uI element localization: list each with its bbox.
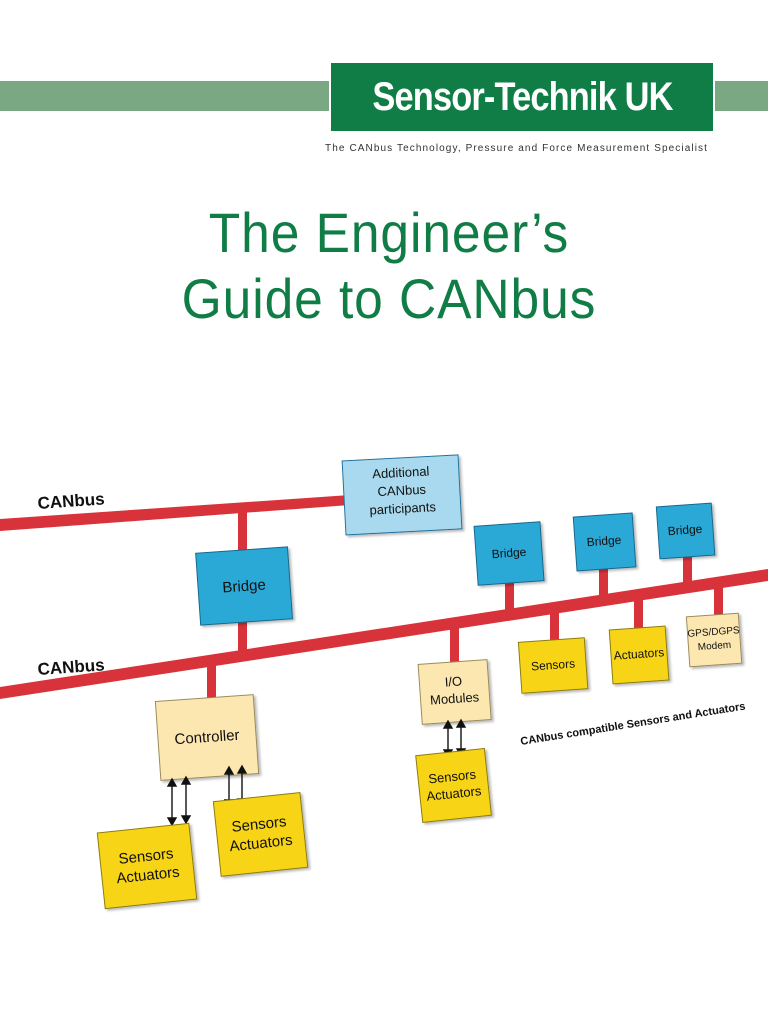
sa1-line-2: Actuators bbox=[116, 864, 181, 888]
actuators-node-label: Actuators bbox=[613, 645, 665, 663]
compatible-caption: CANbus compatible Sensors and Actuators bbox=[520, 701, 747, 748]
canbus-label-upper: CANbus bbox=[37, 489, 105, 513]
sensors-actuators-box-3: Sensors Actuators bbox=[415, 747, 492, 823]
sensors-node-label: Sensors bbox=[531, 656, 576, 673]
sensors-actuators-box-1: Sensors Actuators bbox=[96, 822, 198, 910]
controller-box: Controller bbox=[154, 694, 260, 781]
bridge-2-label: Bridge bbox=[586, 533, 622, 549]
canbus-line-lower bbox=[0, 569, 768, 699]
io-modules-line-2: Modules bbox=[430, 689, 481, 707]
tagline: The CANbus Technology, Pressure and Forc… bbox=[325, 143, 708, 154]
io-modules-box: I/O Modules bbox=[417, 659, 492, 725]
sensors-actuators-box-2: Sensors Actuators bbox=[212, 792, 309, 877]
sa3-line-2: Actuators bbox=[426, 783, 483, 804]
sa1-line-1: Sensors bbox=[118, 845, 175, 868]
document-title: The Engineer’s Guide to CANbus bbox=[0, 200, 768, 332]
bridge-1: Bridge bbox=[473, 521, 545, 586]
bus-connectors bbox=[207, 507, 723, 703]
brand-logo: Sensor-Technik UK bbox=[329, 61, 715, 133]
canbus-line-upper bbox=[0, 495, 350, 531]
additional-line-3: participants bbox=[369, 499, 437, 517]
sa2-line-2: Actuators bbox=[229, 832, 294, 856]
sa2-line-1: Sensors bbox=[231, 813, 288, 836]
gps-label-line-2: Modem bbox=[698, 640, 732, 653]
bridge-3: Bridge bbox=[655, 502, 716, 560]
additional-line-2: CANbus bbox=[377, 482, 427, 500]
gps-label-line-1: GPS/DGPS bbox=[687, 625, 740, 640]
io-modules-line-1: I/O bbox=[444, 673, 462, 689]
controller-label: Controller bbox=[174, 727, 240, 748]
brand-name: Sensor-Technik UK bbox=[371, 74, 673, 119]
bridge-main: Bridge bbox=[195, 546, 294, 626]
additional-participants-box: Additional CANbus participants bbox=[341, 454, 463, 536]
bridge-2: Bridge bbox=[572, 512, 637, 572]
additional-line-1: Additional bbox=[372, 463, 430, 481]
title-line-2: Guide to CANbus bbox=[181, 267, 597, 330]
sensors-node: Sensors bbox=[517, 637, 589, 694]
actuators-node: Actuators bbox=[608, 625, 670, 685]
sa3-line-1: Sensors bbox=[428, 767, 477, 787]
title-line-1: The Engineer’s bbox=[208, 201, 570, 264]
bridge-3-label: Bridge bbox=[667, 522, 703, 538]
bridge-1-label: Bridge bbox=[491, 545, 527, 561]
gps-modem-node: GPS/DGPS Modem bbox=[685, 612, 743, 668]
canbus-label-lower: CANbus bbox=[37, 655, 105, 679]
bridge-main-label: Bridge bbox=[222, 577, 266, 597]
